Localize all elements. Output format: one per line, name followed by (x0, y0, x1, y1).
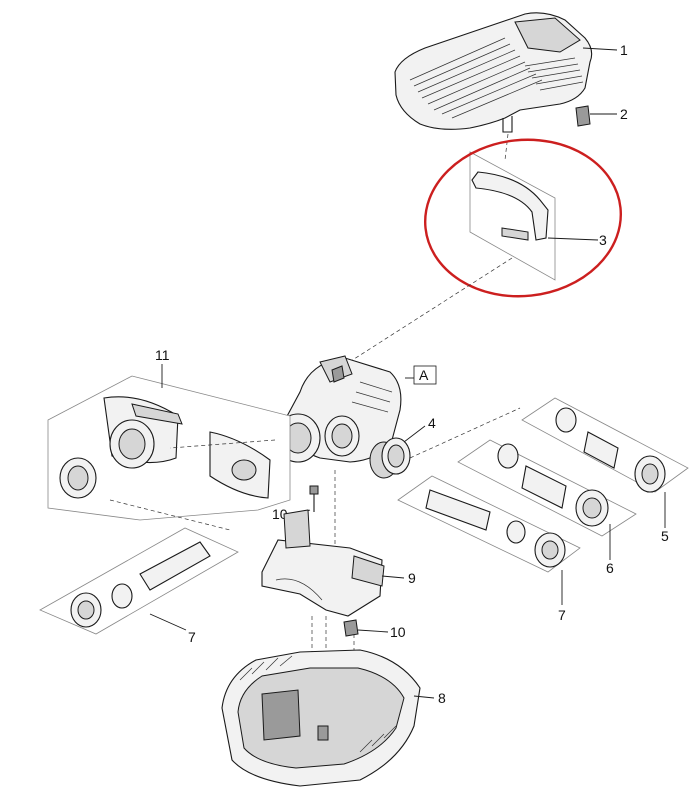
highlight-circle (423, 138, 623, 298)
part-7-outlet-kit-right: 7 (397, 475, 581, 623)
assembly-line-cover-bracket (504, 133, 509, 161)
pump-motor-assembly: A (275, 355, 437, 463)
part-4-adapter: 4 (369, 415, 436, 479)
housing-vent-slots (239, 655, 397, 753)
callout-10-lower: 10 (390, 624, 406, 640)
callout-5: 5 (661, 528, 669, 544)
callout-9: 9 (408, 570, 416, 586)
assembly-line-bracket-pump (339, 257, 513, 369)
callout-7-left: 7 (188, 629, 196, 645)
part-3-bracket: 3 (469, 151, 607, 281)
part-6-outlet-kit: 6 (457, 439, 637, 576)
part-7-outlet-kit-left: 7 (39, 527, 239, 645)
cover-grill-slots (409, 37, 584, 119)
callout-4: 4 (428, 415, 436, 431)
part-2-clip: 2 (575, 105, 628, 127)
part-9-mounting-base: 9 (261, 509, 416, 617)
callout-3: 3 (599, 232, 607, 248)
callout-1: 1 (620, 42, 628, 58)
callout-2: 2 (620, 106, 628, 122)
part-11-cover-kit: 11 (47, 347, 291, 521)
assembly-line-left (169, 439, 276, 449)
label-box-a: A (419, 367, 429, 383)
callout-7-right: 7 (558, 607, 566, 623)
assembly-line-right (409, 407, 521, 459)
callout-11: 11 (155, 347, 170, 363)
callout-6: 6 (606, 560, 614, 576)
part-10-clip-lower: 10 (343, 619, 406, 640)
part-5-outlet-kit: 5 (521, 397, 689, 544)
callout-8: 8 (438, 690, 446, 706)
part-8-lower-housing: 8 (221, 649, 446, 787)
part-1-top-cover: 1 (394, 12, 628, 133)
